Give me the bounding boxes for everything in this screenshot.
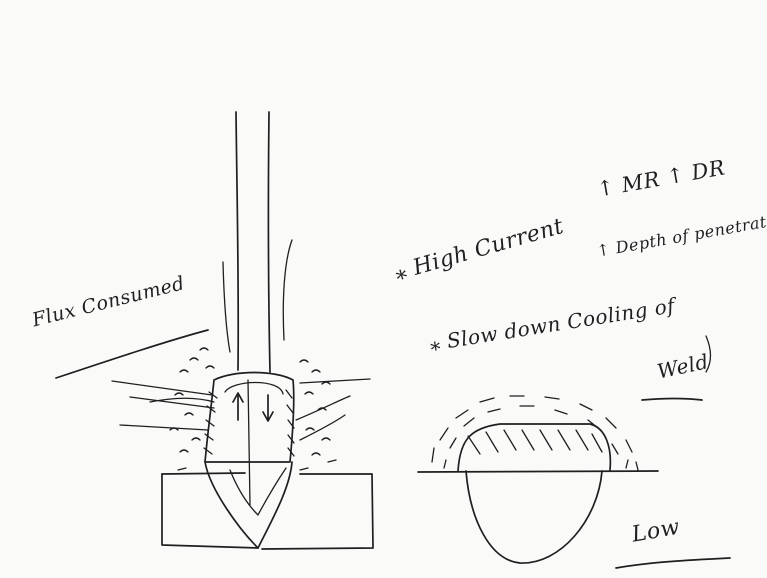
- flux-dashes: [170, 348, 336, 470]
- electrode-left-edge: [236, 112, 238, 370]
- baseline-right: [418, 471, 658, 472]
- flux-arcs-right: [432, 396, 638, 470]
- workpiece-left: [162, 474, 258, 548]
- penetration-bowl: [466, 471, 602, 563]
- flux-hopper-left: [223, 262, 230, 352]
- electrode-right-edge: [268, 112, 270, 372]
- weld-underline: [642, 399, 702, 401]
- arc-arrow-up: [233, 393, 243, 420]
- cone-centerline: [248, 380, 250, 505]
- arc-arrow-down: [263, 395, 273, 421]
- low-underline: [616, 558, 730, 568]
- flux-hopper-right: [283, 240, 292, 340]
- cap-hatch: [468, 430, 602, 454]
- flux-strokes: [112, 379, 370, 440]
- bead-cap: [458, 424, 610, 471]
- workpiece-top-left: [162, 473, 245, 474]
- arc-inner: [225, 383, 283, 395]
- workpiece-right: [262, 474, 373, 549]
